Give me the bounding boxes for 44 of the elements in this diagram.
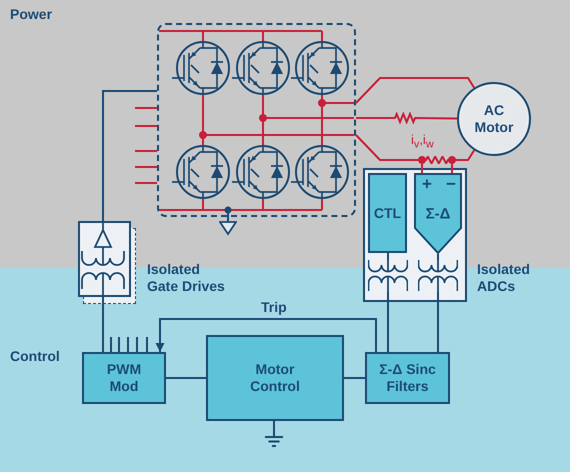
edge-label: Trip	[261, 299, 287, 316]
connector-line	[110, 337, 112, 352]
connector-line	[146, 337, 148, 352]
process-block	[206, 335, 344, 421]
connector-line	[355, 77, 476, 104]
pin-label: +	[422, 176, 432, 192]
block-label: Σ-Δ	[426, 206, 450, 222]
connector-line	[356, 111, 458, 125]
connector-line	[118, 337, 120, 352]
connector-line	[387, 292, 389, 352]
connector-line	[102, 90, 157, 221]
arrow	[156, 318, 377, 352]
connector-line	[387, 253, 389, 260]
block-caption: i$_{v}$,i$_{w}$	[411, 131, 434, 153]
connector-line	[451, 164, 453, 173]
isolated-adc-box	[363, 168, 467, 302]
motor-label: AC Motor	[474, 102, 514, 136]
block-label: Motor Control	[249, 361, 301, 395]
connector-line	[344, 377, 365, 379]
block-label: PWM Mod	[106, 361, 142, 395]
block-caption: Isolated Gate Drives	[147, 261, 226, 295]
connector-line	[437, 254, 439, 260]
connector-line	[456, 150, 476, 161]
block-label: Σ-Δ Sinc Filters	[378, 361, 437, 395]
process-block	[82, 352, 166, 404]
connector-line	[135, 107, 157, 109]
connector-line	[437, 292, 439, 352]
connector-line	[127, 337, 129, 352]
connector-line	[355, 134, 418, 161]
block-label: CTL	[374, 204, 402, 222]
connector-line	[136, 337, 138, 352]
connector-line	[135, 125, 157, 127]
control-logic-block	[368, 173, 407, 253]
connector-line	[421, 164, 423, 173]
connector-line	[166, 377, 206, 379]
process-block	[365, 352, 450, 404]
connector-line	[102, 297, 104, 352]
block-caption: Isolated ADCs	[477, 261, 531, 295]
connector-line	[135, 150, 157, 152]
region-label: Control	[10, 348, 60, 365]
connector-line	[135, 182, 157, 184]
connector-line	[135, 166, 157, 168]
region-label: Power	[10, 6, 52, 23]
pin-label: −	[446, 176, 456, 192]
